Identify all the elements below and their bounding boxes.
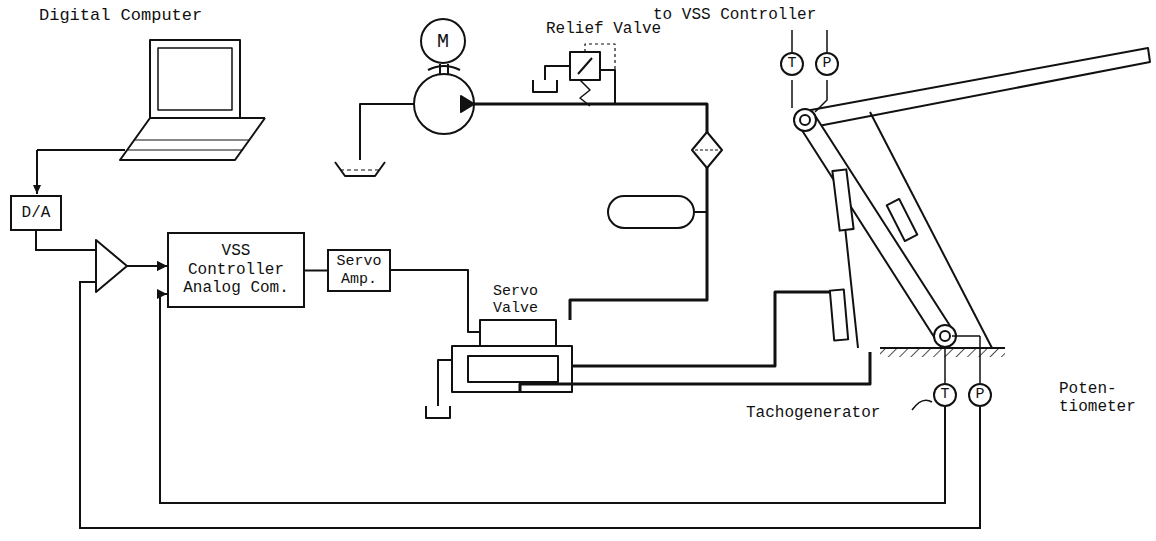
manipulator-arm <box>792 48 1150 383</box>
sensor-circle: M <box>420 18 466 64</box>
annotation-label: Tachogenerator <box>745 404 881 422</box>
signal-wire <box>792 30 827 52</box>
relief-valve-symbol <box>533 44 615 106</box>
annotation-label: Servo Valve <box>492 283 554 318</box>
sensor-circle: P <box>815 52 839 76</box>
summing-amplifier <box>96 240 127 292</box>
node-text: VSS Controller Analog Com. <box>169 242 303 297</box>
annotation-label: Poten- tiometer <box>1058 380 1152 417</box>
block-box: Servo Amp. <box>327 249 391 292</box>
block-box: VSS Controller Analog Com. <box>167 232 305 308</box>
hydraulic-line <box>520 352 870 392</box>
computer-link <box>36 150 38 194</box>
annotation-label: Relief Valve <box>545 20 662 38</box>
signal-wire <box>390 270 480 332</box>
node-text: T <box>787 55 796 72</box>
hydraulic-line <box>572 292 836 366</box>
node-text: T <box>940 386 949 403</box>
annotation-label: Digital Computer <box>38 6 203 26</box>
annotation-label: to VSS Controller <box>652 6 817 24</box>
accumulator-symbol <box>608 196 707 228</box>
node-text: Servo Amp. <box>329 253 389 288</box>
sensor-circle: T <box>933 383 957 407</box>
filter-symbol <box>692 132 722 168</box>
computer-link <box>37 149 125 151</box>
pump-symbol <box>335 64 474 176</box>
node-text: M <box>437 30 449 53</box>
sensor-circle: T <box>780 52 804 76</box>
servo-valve-symbol <box>426 320 572 418</box>
signal-connector <box>305 270 327 272</box>
node-text: P <box>975 386 984 403</box>
signal-connector <box>36 231 167 266</box>
pressure-line <box>474 104 707 320</box>
signal-connector <box>160 294 945 503</box>
sensor-circle: P <box>968 383 992 407</box>
node-text: D/A <box>22 204 51 222</box>
node-text: P <box>822 55 831 72</box>
block-box: D/A <box>10 195 62 231</box>
computer-icon <box>120 40 265 160</box>
leader-line <box>912 400 932 410</box>
